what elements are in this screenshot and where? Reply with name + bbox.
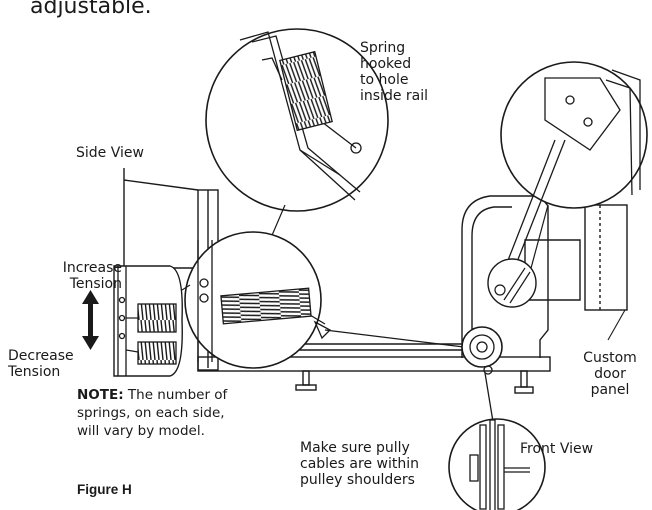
label-increase-tension: Increase Tension	[62, 260, 122, 292]
figure-caption: Figure H	[77, 482, 132, 497]
header-text: adjustable.	[30, 0, 152, 19]
label-front-view: Front View	[520, 441, 594, 457]
label-custom-door-panel: Custom door panel	[583, 350, 637, 398]
front-view-detail	[448, 418, 546, 510]
label-side-view: Side View	[76, 145, 144, 161]
adjust-arrow	[82, 290, 99, 350]
note-text: NOTE: The number of springs, on each sid…	[77, 386, 237, 440]
spring-tension-detail	[184, 231, 473, 369]
pivot-detail	[500, 61, 648, 299]
note-label: NOTE:	[77, 387, 124, 403]
note-body: The number of springs, on each side, wil…	[77, 387, 228, 439]
label-spring-hooked: Spring hooked to hole inside rail	[360, 40, 429, 104]
label-decrease-tension: Decrease Tension	[8, 348, 74, 380]
arm-detail	[487, 258, 537, 308]
spring-hook-detail	[205, 28, 389, 241]
leader-lines	[607, 309, 626, 341]
tension-inset	[82, 265, 191, 377]
label-pulley-cables: Make sure pully cables are within pulley…	[300, 440, 419, 488]
